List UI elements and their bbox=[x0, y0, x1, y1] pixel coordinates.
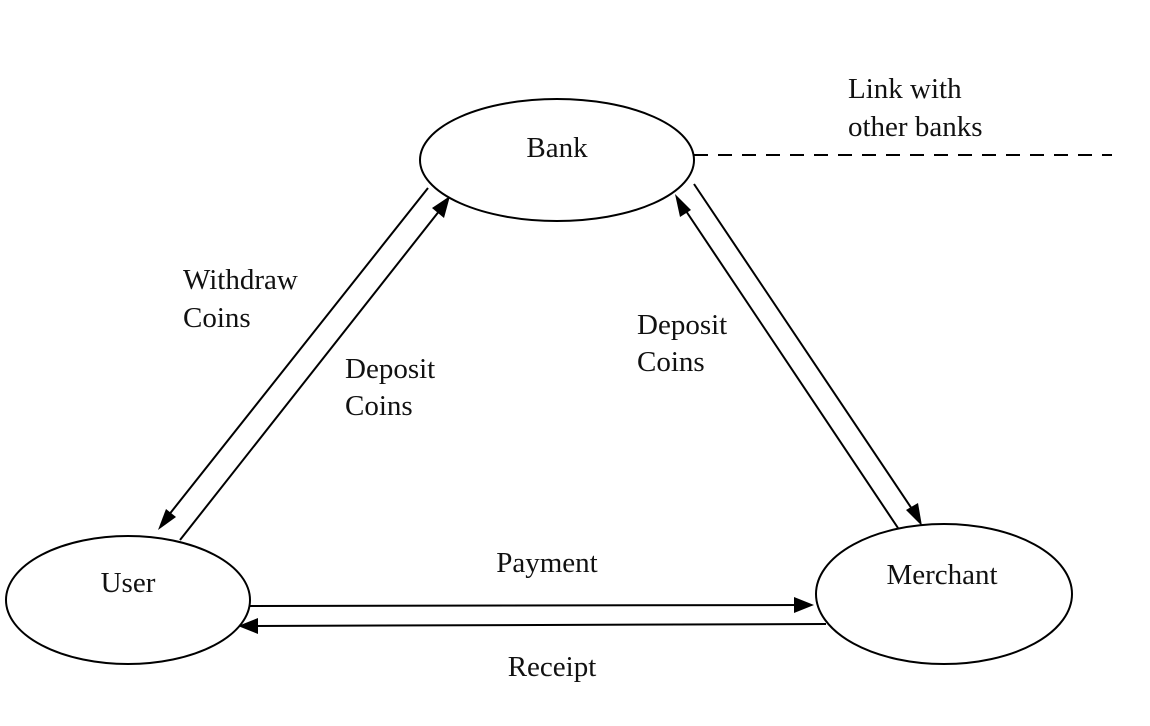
merchant-deposit-arrowhead bbox=[675, 194, 691, 217]
user-node: User bbox=[5, 535, 251, 665]
user-ellipse bbox=[5, 535, 251, 665]
other-banks-label-line1: Link with bbox=[848, 73, 962, 105]
other-banks-label-line2: other banks bbox=[848, 111, 983, 143]
bank-node: Bank bbox=[419, 98, 695, 222]
merchant-label: Merchant bbox=[886, 559, 997, 591]
bank-ellipse bbox=[419, 98, 695, 222]
user-label: User bbox=[101, 567, 156, 599]
edges bbox=[158, 154, 1112, 634]
withdraw-arrowhead bbox=[158, 509, 176, 530]
withdraw-label-line2: Coins bbox=[183, 302, 251, 334]
bank-label: Bank bbox=[526, 132, 588, 164]
bank-to-merchant-edge bbox=[693, 183, 915, 513]
merchant-deposit-label-line1: Deposit bbox=[637, 309, 727, 341]
receipt-edge bbox=[251, 623, 827, 627]
receipt-arrowhead bbox=[238, 618, 258, 634]
bank-to-merchant-arrowhead bbox=[906, 503, 922, 526]
payment-edge bbox=[249, 604, 801, 607]
merchant-deposit-label-line2: Coins bbox=[637, 346, 705, 378]
merchant-ellipse bbox=[815, 523, 1073, 665]
merchant-node: Merchant bbox=[815, 523, 1073, 665]
receipt-label: Receipt bbox=[508, 651, 597, 683]
user-deposit-edge bbox=[179, 209, 441, 541]
withdraw-label-line1: Withdraw bbox=[183, 264, 298, 296]
user-deposit-arrowhead bbox=[432, 196, 450, 218]
user-deposit-label-line1: Deposit bbox=[345, 353, 435, 385]
payment-label: Payment bbox=[496, 547, 598, 579]
edge-labels: Link with other banks Withdraw Coins Dep… bbox=[183, 73, 983, 683]
withdraw-edge bbox=[167, 187, 429, 517]
user-deposit-label-line2: Coins bbox=[345, 390, 413, 422]
merchant-deposit-edge bbox=[683, 207, 899, 529]
payment-arrowhead bbox=[794, 597, 814, 613]
